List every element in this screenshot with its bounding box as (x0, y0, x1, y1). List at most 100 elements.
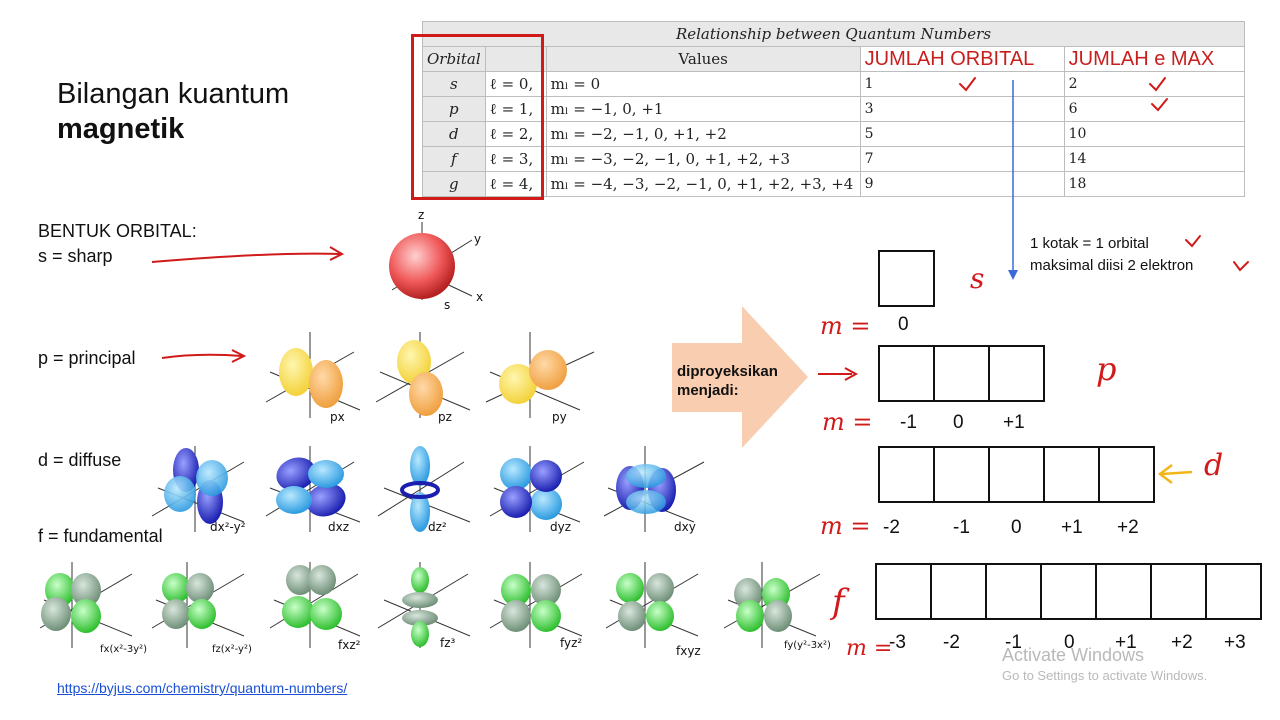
dx2y2-orbital-icon (151, 446, 245, 532)
row-count: 5 (859, 121, 1065, 147)
blue-arrow-head (1008, 270, 1018, 280)
orbital-box-f (1040, 563, 1097, 620)
red-highlight-box (411, 34, 544, 200)
source-link[interactable]: https://byjus.com/chemistry/quantum-numb… (57, 680, 348, 696)
f-orbitals-icons (39, 562, 821, 648)
axis-y-label: y (474, 232, 482, 246)
arrow-head-icon (844, 367, 859, 381)
m-value-d: -2 (883, 517, 900, 538)
note-line1: 1 kotak = 1 orbital (1030, 235, 1149, 252)
row-ml: mₗ = −1, 0, +1 (545, 96, 861, 122)
header-jumlah-e-max: JUMLAH e MAX (1063, 46, 1246, 72)
orbital-label-dxy: dxy (674, 520, 696, 534)
axis-x-label: x (476, 290, 484, 304)
activate-windows-title: Activate Windows (1002, 645, 1145, 665)
arrow-head-icon (231, 349, 247, 363)
shape-f-label: f = fundamental (38, 526, 163, 546)
header-values: Values (545, 46, 861, 72)
orbital-box-d (1043, 446, 1100, 503)
p-orbitals-icons (265, 332, 595, 418)
row-emax: 18 (1063, 171, 1246, 197)
row-orbital: f (422, 146, 486, 172)
f4-orbital-icon (377, 562, 471, 648)
m-value-f: +2 (1171, 632, 1193, 653)
px-orbital-icon (265, 332, 361, 418)
orbital-label-dz2: dz² (428, 520, 447, 534)
orbital-label-f4: fz³ (440, 636, 456, 650)
header-orbital: Orbital (422, 46, 486, 72)
shapes-heading: BENTUK ORBITAL: (38, 221, 197, 241)
note-line2: maksimal diisi 2 elektron (1030, 257, 1194, 274)
hand-letter-p: p (1096, 350, 1117, 388)
row-l: ℓ = 1, (484, 96, 547, 122)
f5-orbital-icon (489, 562, 583, 648)
m-value-d: -1 (953, 517, 970, 538)
row-l: ℓ = 2, (484, 121, 547, 147)
row-orbital: d (422, 121, 486, 147)
arrow-icon (151, 252, 341, 263)
orbital-label-dxz: dxz (328, 520, 350, 534)
row-ml: mₗ = −2, −1, 0, +1, +2 (545, 121, 861, 147)
d-orbitals-icons (151, 446, 705, 532)
row-l: ℓ = 4, (484, 171, 547, 197)
m-value-p: +1 (1003, 412, 1025, 433)
m-label-f: m = (846, 636, 893, 661)
row-ml: mₗ = −3, −2, −1, 0, +1, +2, +3 (545, 146, 861, 172)
check-icon (1149, 77, 1166, 92)
check-icon-group (959, 77, 1249, 272)
orbital-box-f (875, 563, 932, 620)
m-value-f: +1 (1115, 632, 1137, 653)
header-empty (484, 46, 547, 72)
activate-windows-subtitle: Go to Settings to activate Windows. (1002, 668, 1208, 683)
row-count: 7 (859, 146, 1065, 172)
orbital-box-p (878, 345, 935, 402)
orbital-label-dx2y2: dx²-y² (210, 520, 246, 534)
m-value-s: 0 (898, 314, 909, 335)
header-jumlah-orbital: JUMLAH ORBITAL (859, 46, 1065, 72)
s-orbital-icon (389, 222, 473, 300)
m-label-s: m = (820, 312, 871, 340)
shape-d-label: d = diffuse (38, 450, 122, 470)
f2-orbital-icon (151, 562, 245, 648)
f6-orbital-icon (605, 562, 699, 648)
m-label-d: m = (820, 512, 871, 540)
axis-z-label: z (418, 208, 425, 222)
orbital-box-d (1098, 446, 1155, 503)
dz2-orbital-icon (377, 446, 471, 532)
hand-letter-d: d (1204, 448, 1224, 483)
row-l: ℓ = 3, (484, 146, 547, 172)
table-row: p ℓ = 1, mₗ = −1, 0, +1 3 6 (422, 96, 1246, 122)
shape-p-label: p = principal (38, 348, 136, 368)
arrow-head-icon (329, 246, 345, 261)
orbital-box-f (1205, 563, 1262, 620)
orbital-label-f3: fxz² (338, 638, 361, 652)
table-row: g ℓ = 4, mₗ = −4, −3, −2, −1, 0, +1, +2,… (422, 171, 1246, 197)
f1-orbital-icon (39, 562, 133, 648)
m-value-f: -2 (943, 632, 960, 653)
orbital-label-f6: fxyz (676, 644, 701, 658)
row-orbital: g (422, 171, 486, 197)
table-row: f ℓ = 3, mₗ = −3, −2, −1, 0, +1, +2, +3 … (422, 146, 1246, 172)
projection-text: diproyeksikan menjadi: (677, 363, 778, 399)
pz-orbital-icon (375, 332, 471, 418)
f3-orbital-icon (269, 562, 361, 648)
row-l: ℓ = 0, (484, 71, 547, 97)
table-caption: Relationship between Quantum Numbers (422, 21, 1245, 47)
hand-letter-f: f (832, 582, 845, 622)
row-emax: 14 (1063, 146, 1246, 172)
m-value-d: 0 (1011, 517, 1022, 538)
yellow-arrow-head-icon (1157, 464, 1173, 484)
check-icon (959, 77, 976, 92)
page-title-line1: Bilangan kuantum (57, 78, 290, 110)
row-count: 9 (859, 171, 1065, 197)
orbital-label-dyz: dyz (550, 520, 572, 534)
orbital-box-f (930, 563, 987, 620)
orbital-label-f1: fx(x²-3y²) (100, 644, 148, 655)
orbital-label-py: py (552, 410, 567, 424)
row-emax: 10 (1063, 121, 1246, 147)
row-count: 3 (859, 96, 1065, 122)
check-icon (1151, 98, 1168, 112)
check-icon (1233, 261, 1249, 272)
orbital-box-f (1095, 563, 1152, 620)
